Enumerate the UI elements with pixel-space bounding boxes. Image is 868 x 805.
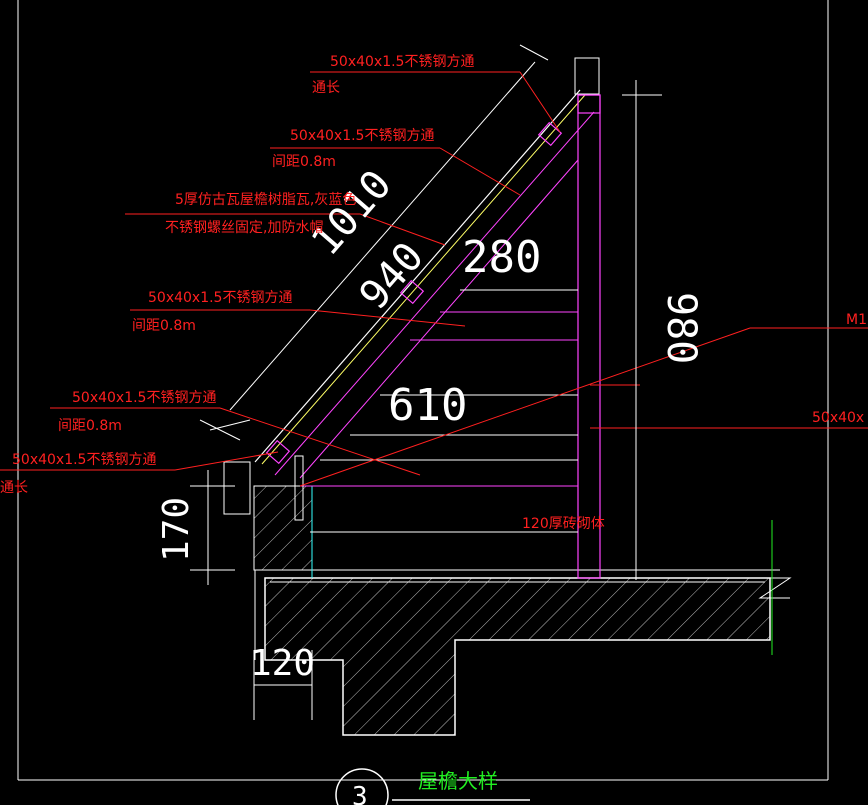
dim-lower: 610 bbox=[388, 380, 467, 431]
leader-lines bbox=[0, 71, 868, 487]
annotation-lower-spacing: 间距0.8m bbox=[58, 418, 122, 434]
annotation-mid-tube: 50x40x1.5不锈钢方通 bbox=[148, 290, 292, 306]
annotation-mid-spacing: 间距0.8m bbox=[132, 318, 196, 334]
annotation-ridge-tube: 50x40x1.5不锈钢方通 bbox=[330, 54, 474, 70]
concrete-slab bbox=[254, 520, 792, 736]
annotation-brick-wall: 120厚砖砌体 bbox=[522, 516, 605, 532]
dim-base-width: 120 bbox=[250, 643, 315, 684]
dim-upper: 280 bbox=[462, 232, 541, 283]
annotation-eave-note: 通长 bbox=[0, 480, 28, 496]
annotation-right-tube: 50x40x bbox=[812, 410, 864, 426]
annotation-upper-tube: 50x40x1.5不锈钢方通 bbox=[290, 128, 434, 144]
annotation-tile-line1: 5厚仿古瓦屋檐树脂瓦,灰蓝色 bbox=[175, 191, 356, 208]
annotation-tile-line2: 不锈钢螺丝固定,加防水帽 bbox=[165, 220, 323, 236]
dim-slope-inner: 940 bbox=[351, 234, 433, 319]
annotation-upper-spacing: 间距0.8m bbox=[272, 154, 336, 170]
tube-sections bbox=[265, 94, 601, 465]
drawing-frame bbox=[17, 0, 829, 781]
dim-height: 980 bbox=[658, 292, 704, 364]
annotation-ridge-note: 通长 bbox=[312, 80, 340, 96]
brick-wall-base bbox=[223, 461, 313, 578]
annotation-lower-tube: 50x40x1.5不锈钢方通 bbox=[72, 390, 216, 406]
detail-number-circle bbox=[335, 768, 389, 805]
dim-base-height: 170 bbox=[156, 497, 197, 562]
detail-number: 3 bbox=[352, 782, 368, 805]
dimension-lines bbox=[190, 44, 662, 720]
drawing-title: 屋檐大样 bbox=[418, 769, 498, 793]
roof-slope bbox=[209, 61, 595, 479]
annotation-right-mark: M1 bbox=[846, 312, 867, 328]
annotation-eave-tube: 50x40x1.5不锈钢方通 bbox=[12, 452, 156, 468]
